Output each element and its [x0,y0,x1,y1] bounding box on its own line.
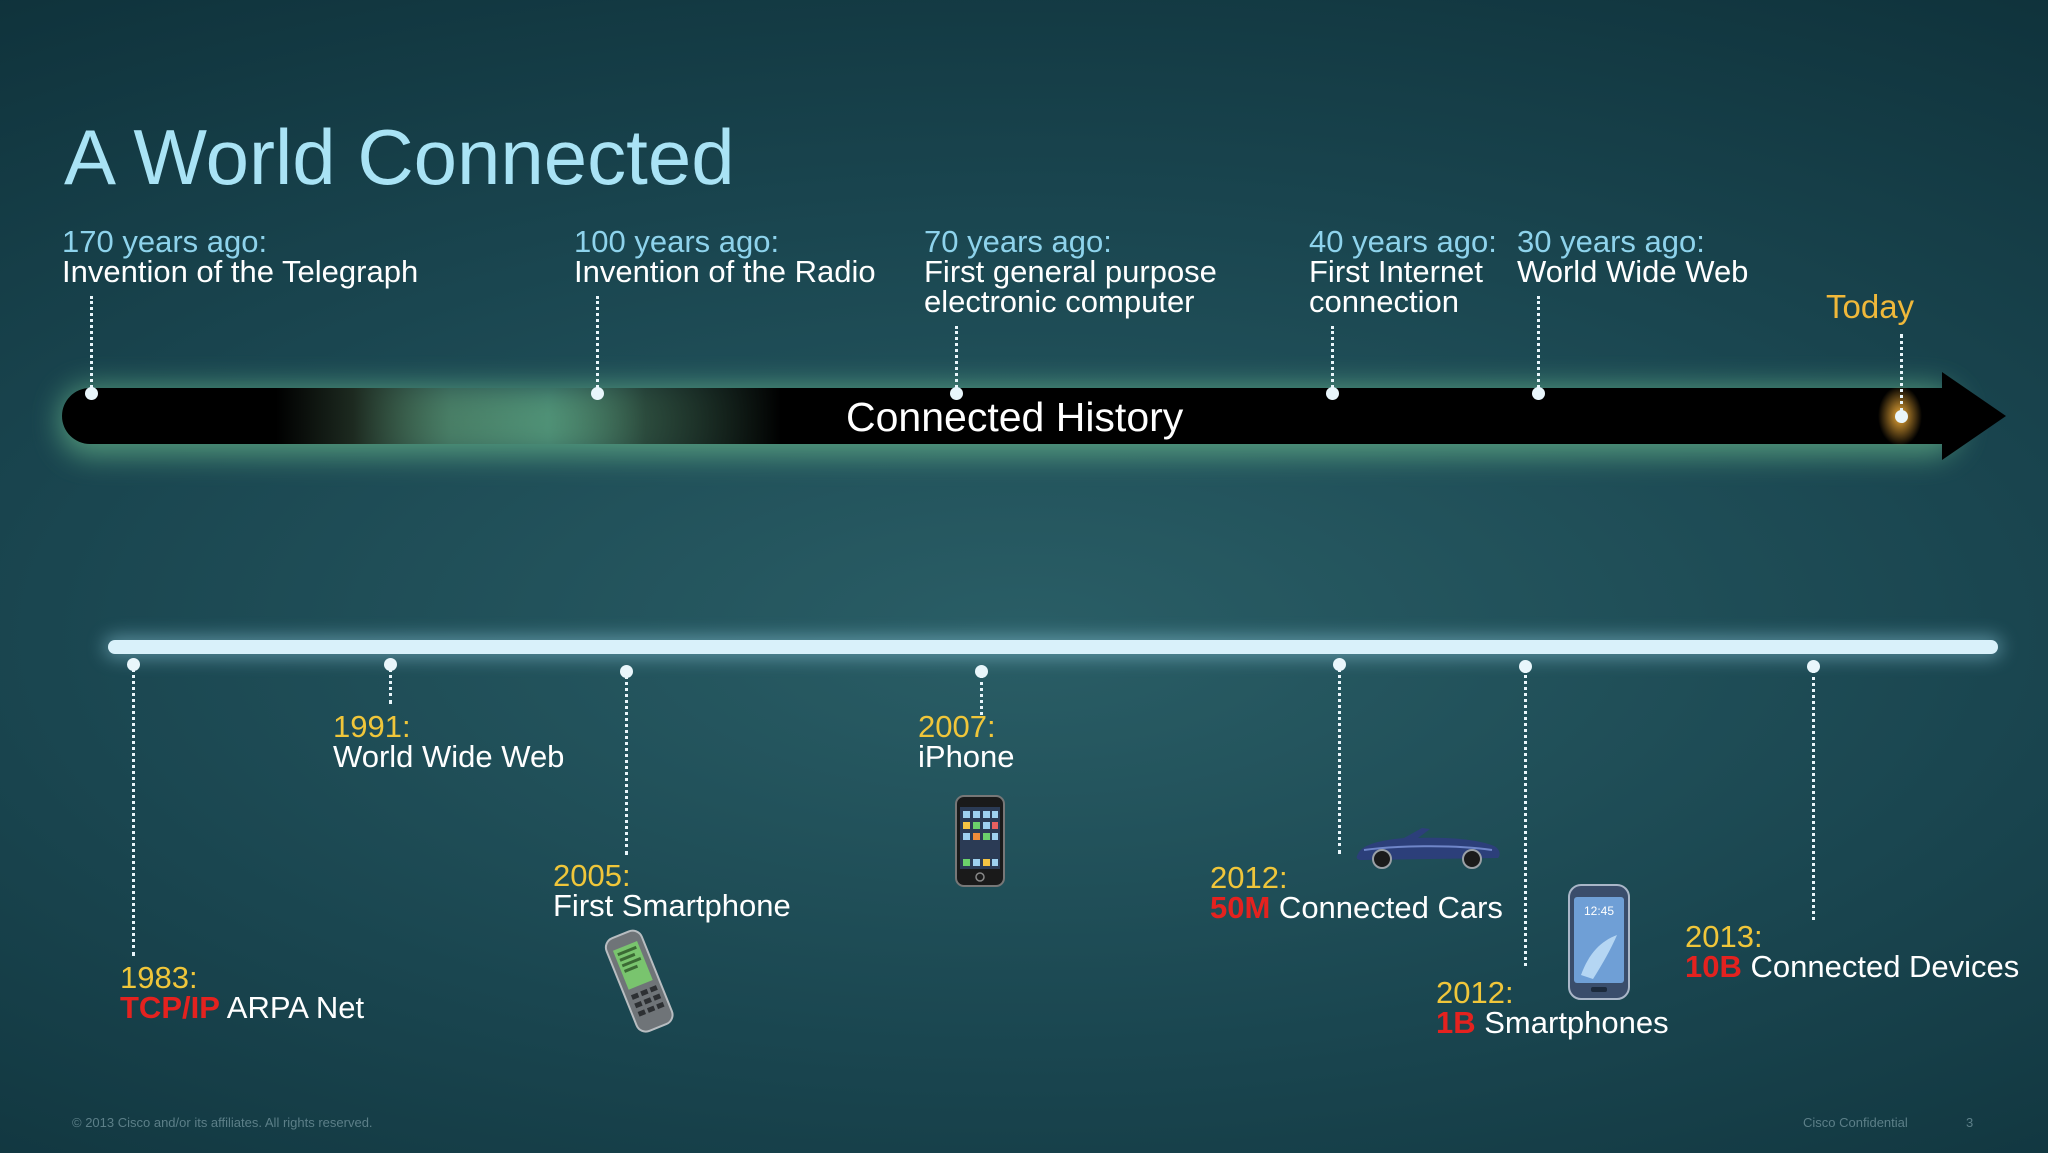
event-desc: First Smartphone [553,888,791,923]
top-event-computer: 70 years ago: First general purpose elec… [924,224,1217,319]
marker-today [1895,410,1908,423]
marker-2012-smartphones [1519,660,1532,673]
event-year: 1991: [333,709,411,744]
bottom-event-2012-cars: 2012: 50M Connected Cars [1210,860,1503,925]
marker-1983 [127,658,140,671]
history-arrow [60,372,2006,460]
event-year: 2005: [553,858,631,893]
event-desc: Invention of the Telegraph [62,254,419,289]
marker-2013 [1807,660,1820,673]
connector-radio [596,296,599,388]
event-ago: 170 years ago: [62,224,268,259]
event-desc: 50M Connected Cars [1210,890,1503,925]
connector-1983 [132,668,135,956]
marker-internet [1326,387,1339,400]
event-text: Smartphones [1475,1005,1669,1040]
marker-2005 [620,665,633,678]
event-text: ARPA Net [219,990,365,1025]
bottom-event-1983: 1983: TCP/IP ARPA Net [120,960,365,1025]
event-year: 2007: [918,709,996,744]
event-year: 1983: [120,960,198,995]
marker-computer [950,387,963,400]
event-desc: electronic computer [924,284,1195,319]
event-text: First Smartphone [553,888,791,923]
event-desc: iPhone [918,739,1015,774]
modern-timeline-line [108,640,1998,654]
bottom-event-1991: 1991: World Wide Web [333,709,565,774]
bottom-event-2005: 2005: First Smartphone [553,858,791,923]
bottom-event-2013: 2013: 10B Connected Devices [1685,919,2020,984]
event-highlight: 50M [1210,890,1271,925]
event-highlight: 1B [1436,1005,1476,1040]
event-ago: 40 years ago: [1309,224,1497,259]
connector-computer [955,326,958,388]
event-ago: 100 years ago: [574,224,780,259]
event-desc: connection [1309,284,1459,319]
connector-2005 [625,675,628,855]
event-year: 2012: [1210,860,1288,895]
marker-www [1532,387,1545,400]
event-desc: 10B Connected Devices [1685,949,2020,984]
connector-internet [1331,326,1334,388]
bottom-event-2012-smartphones: 2012: 1B Smartphones [1436,975,1669,1040]
slide-title: A World Connected [64,113,735,201]
connector-2012-cars [1338,668,1341,854]
event-desc: 1B Smartphones [1436,1005,1669,1040]
today-label: Today [1826,288,1915,325]
connector-www [1537,296,1540,388]
bottom-event-2007: 2007: iPhone [918,709,1015,774]
event-desc: First general purpose [924,254,1217,289]
marker-2007 [975,665,988,678]
event-highlight: 10B [1685,949,1742,984]
galaxy-phone-image: 12:45 [1568,884,1630,1000]
footer-confidential: Cisco Confidential [1803,1115,1908,1130]
marker-2012-cars [1333,658,1346,671]
connector-today [1900,334,1903,412]
connector-2013 [1812,670,1815,920]
event-year: 2013: [1685,919,1763,954]
marker-1991 [384,658,397,671]
top-event-telegraph: 170 years ago: Invention of the Telegrap… [62,224,419,289]
event-desc: Invention of the Radio [574,254,876,289]
convertible-car-image [1356,828,1500,869]
connector-1991 [389,668,392,704]
event-desc: First Internet [1309,254,1483,289]
event-desc: World Wide Web [1517,254,1749,289]
first-smartphone-image [604,929,674,1033]
event-text: iPhone [918,739,1015,774]
event-desc: TCP/IP ARPA Net [120,990,365,1025]
top-event-www: 30 years ago: World Wide Web [1517,224,1749,289]
top-event-radio: 100 years ago: Invention of the Radio [574,224,876,289]
bar-label: Connected History [846,394,1184,440]
event-text: Connected Devices [1741,949,2020,984]
event-year: 2012: [1436,975,1514,1010]
footer-copyright: © 2013 Cisco and/or its affiliates. All … [72,1115,373,1130]
event-highlight: TCP/IP [120,990,220,1025]
galaxy-time: 12:45 [1584,904,1614,918]
event-ago: 70 years ago: [924,224,1112,259]
event-desc: World Wide Web [333,739,565,774]
connector-2007 [980,675,983,715]
arrow-shape [62,372,2006,460]
marker-radio [591,387,604,400]
event-ago: 30 years ago: [1517,224,1705,259]
top-event-internet: 40 years ago: First Internet connection [1309,224,1497,319]
iphone-image [955,795,1005,887]
event-text: Connected Cars [1270,890,1503,925]
marker-telegraph [85,387,98,400]
connector-2012-smartphones [1524,670,1527,966]
event-text: World Wide Web [333,739,565,774]
footer-page-number: 3 [1966,1115,1974,1130]
connector-telegraph [90,296,93,388]
